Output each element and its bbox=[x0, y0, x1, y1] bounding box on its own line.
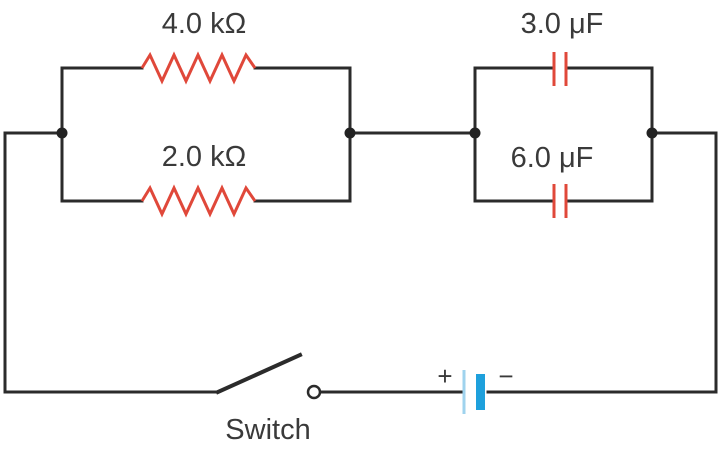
battery-minus-label: − bbox=[498, 361, 513, 391]
wire-capacitor-bottom-left bbox=[473, 131, 556, 203]
switch-label: Switch bbox=[225, 414, 310, 446]
battery: + − bbox=[437, 361, 514, 414]
capacitor-bottom bbox=[552, 184, 568, 218]
wire-resistor-bottom-left bbox=[60, 131, 144, 203]
switch-contact bbox=[306, 384, 322, 400]
junction-node-center-right bbox=[469, 127, 481, 139]
wire-capacitor-top-left bbox=[473, 66, 556, 135]
wire-resistor-bottom-right bbox=[253, 131, 352, 203]
switch: Switch bbox=[215, 352, 322, 446]
junction-node-right bbox=[646, 127, 658, 139]
wire-resistor-top-right bbox=[253, 66, 352, 135]
capacitor-bottom-label: 6.0 μF bbox=[511, 142, 594, 174]
switch-lever bbox=[215, 352, 303, 395]
wire-resistor-top-left bbox=[60, 66, 144, 135]
battery-cell bbox=[476, 374, 485, 410]
resistor-bottom-label: 2.0 kΩ bbox=[162, 141, 247, 173]
wire-outer-left bbox=[3, 131, 220, 394]
capacitor-parallel-block: 3.0 μF 6.0 μF bbox=[473, 8, 654, 218]
resistor-top-label: 4.0 kΩ bbox=[162, 8, 247, 40]
battery-plus-label: + bbox=[437, 361, 452, 391]
capacitor-top-label: 3.0 μF bbox=[521, 8, 604, 40]
resistor-top bbox=[140, 51, 257, 85]
capacitor-top bbox=[552, 52, 568, 86]
wire-capacitor-top-right bbox=[564, 66, 654, 135]
resistor-bottom bbox=[140, 184, 257, 218]
junction-node-left bbox=[56, 127, 68, 139]
junction-node-center-left bbox=[344, 127, 356, 139]
wire-outer-right bbox=[486, 131, 718, 394]
resistor-parallel-block: 4.0 kΩ 2.0 kΩ bbox=[60, 8, 352, 218]
wire-capacitor-bottom-right bbox=[564, 131, 654, 203]
